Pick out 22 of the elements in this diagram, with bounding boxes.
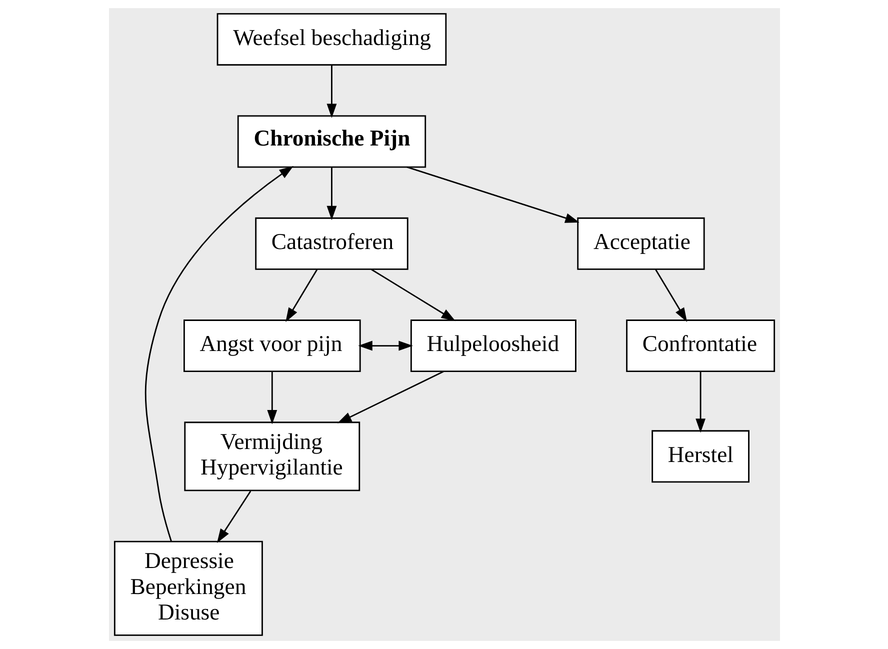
- arrow: [358, 340, 412, 351]
- node-box: Catastroferen: [254, 217, 408, 270]
- arrow: [216, 490, 251, 543]
- arrow: [370, 268, 456, 322]
- arrow: [144, 166, 293, 542]
- node-box: Chronische Pijn: [236, 115, 426, 168]
- arrow: [336, 370, 444, 424]
- arrow: [326, 167, 336, 220]
- node-box: Depressie Beperkingen Disuse: [113, 540, 262, 636]
- arrow: [285, 269, 318, 322]
- arrow: [695, 372, 706, 433]
- arrow: [266, 372, 277, 424]
- node-box: Weefsel beschadiging: [216, 13, 446, 66]
- node-box: Angst voor pijn: [182, 320, 360, 372]
- node-box: Acceptatie: [576, 217, 704, 270]
- arrow: [406, 166, 579, 223]
- arrow: [326, 65, 336, 118]
- node-box: Confrontatie: [626, 320, 775, 372]
- arrow: [654, 269, 687, 322]
- node-box: Hulpeloosheid: [410, 320, 576, 372]
- node-box: Herstel: [651, 430, 749, 483]
- node-box: Vermijding Hypervigilantie: [184, 422, 360, 492]
